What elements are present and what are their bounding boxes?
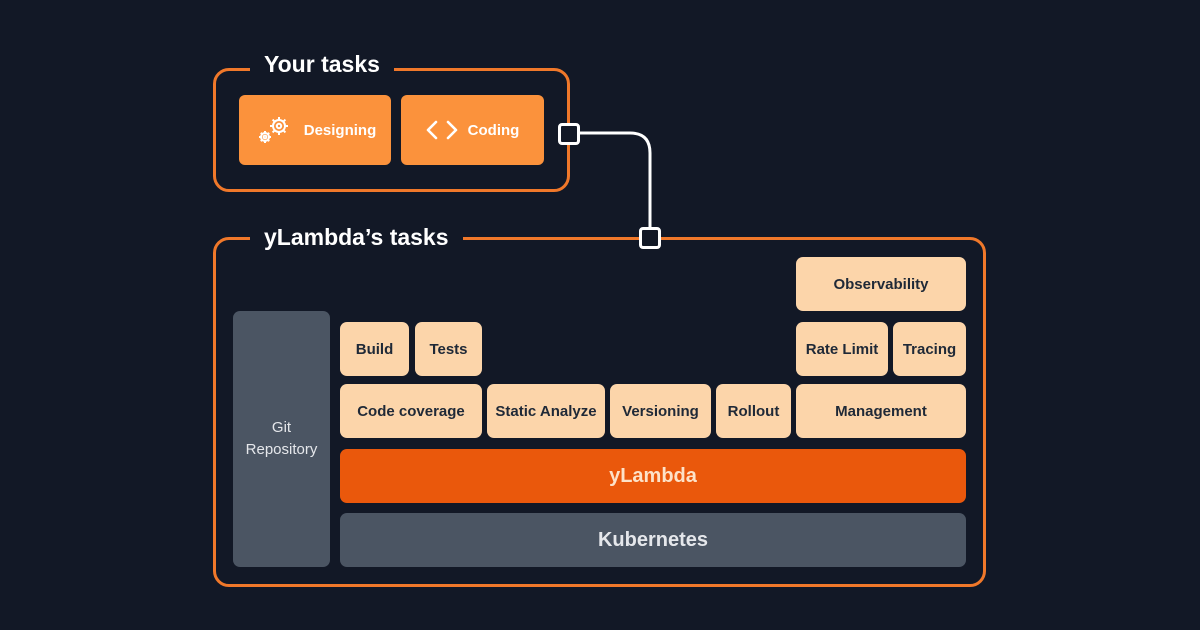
kubernetes-bar: Kubernetes bbox=[340, 513, 966, 567]
git-repository-box: Git Repository bbox=[233, 311, 330, 567]
connector-handle-top[interactable] bbox=[558, 123, 580, 145]
code-brackets-icon bbox=[426, 119, 458, 141]
git-repository-line1: Git bbox=[271, 419, 292, 436]
ylambda-platform-bar: yLambda bbox=[340, 449, 966, 503]
rollout-box: Rollout bbox=[716, 384, 791, 438]
your-tasks-title: Your tasks bbox=[250, 49, 394, 79]
designing-label: Designing bbox=[303, 121, 377, 139]
observability-box: Observability bbox=[796, 257, 966, 311]
ylambda-tasks-frame bbox=[213, 237, 986, 587]
git-repository-line2: Repository bbox=[245, 441, 318, 458]
coding-label: Coding bbox=[467, 121, 520, 139]
connector-handle-bottom[interactable] bbox=[639, 227, 661, 249]
code-coverage-box: Code coverage bbox=[340, 384, 482, 438]
gears-icon bbox=[254, 113, 294, 147]
ylambda-tasks-title: yLambda’s tasks bbox=[250, 222, 463, 252]
coding-button[interactable]: Coding bbox=[401, 95, 544, 165]
static-analyze-box: Static Analyze bbox=[487, 384, 605, 438]
designing-button[interactable]: Designing bbox=[239, 95, 391, 165]
tracing-box: Tracing bbox=[893, 322, 966, 376]
versioning-box: Versioning bbox=[610, 384, 711, 438]
management-box: Management bbox=[796, 384, 966, 438]
rate-limit-box: Rate Limit bbox=[796, 322, 888, 376]
tests-box: Tests bbox=[415, 322, 482, 376]
build-box: Build bbox=[340, 322, 409, 376]
